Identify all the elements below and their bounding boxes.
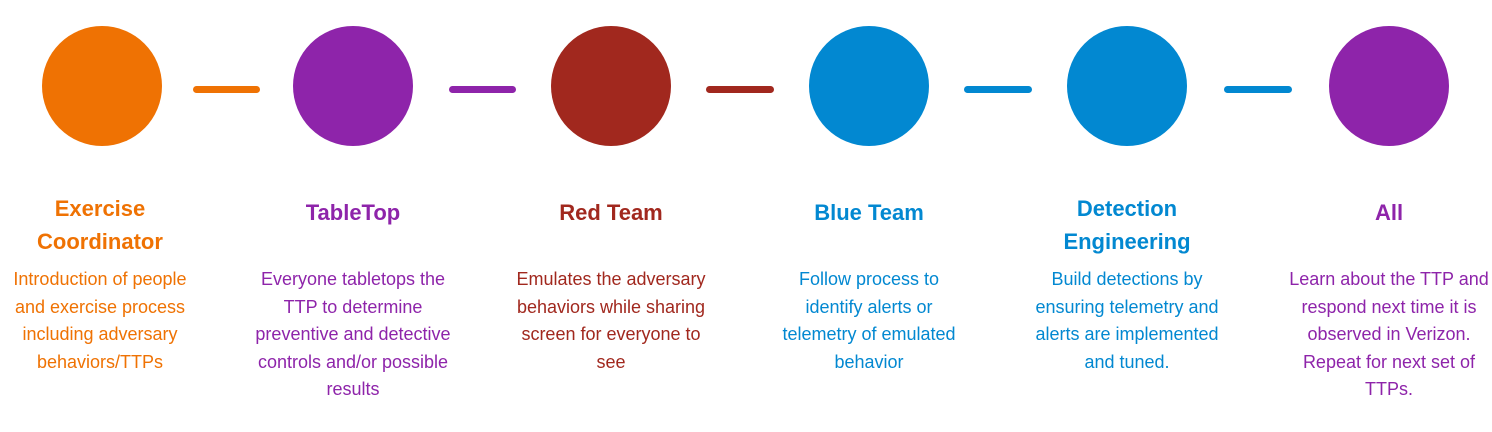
step-circle: [809, 26, 929, 146]
step-tabletop: TableTop Everyone tabletops the TTP to d…: [233, 0, 473, 432]
step-description: Everyone tabletops the TTP to determine …: [255, 269, 451, 399]
step-circle: [42, 26, 162, 146]
step-description: Follow process to identify alerts or tel…: [782, 269, 956, 372]
step-title: All: [1374, 200, 1404, 225]
connector-line: [193, 86, 260, 93]
step-detection-engineering: Detection Engineering Build detections b…: [1007, 0, 1247, 432]
step-exercise-coordinator: Exercise Coordinator Introduction of peo…: [0, 0, 220, 432]
step-circle: [1067, 26, 1187, 146]
step-title: TableTop: [305, 200, 401, 225]
step-circle: [293, 26, 413, 146]
step-title: Exercise Coordinator: [37, 196, 163, 254]
step-title: Detection Engineering: [1063, 196, 1191, 254]
step-description: Introduction of people and exercise proc…: [13, 269, 187, 372]
step-blue-team: Blue Team Follow process to identify ale…: [749, 0, 989, 432]
step-description: Learn about the TTP and respond next tim…: [1289, 269, 1489, 399]
connector-line: [1224, 86, 1292, 93]
step-circle: [551, 26, 671, 146]
step-title: Red Team: [559, 200, 663, 225]
step-circle: [1329, 26, 1449, 146]
connector-line: [964, 86, 1032, 93]
step-red-team: Red Team Emulates the adversary behavior…: [491, 0, 731, 432]
step-title: Blue Team: [814, 200, 924, 225]
connector-line: [706, 86, 774, 93]
step-description: Emulates the adversary behaviors while s…: [516, 269, 706, 372]
step-description: Build detections by ensuring telemetry a…: [1035, 269, 1219, 372]
step-all: All Learn about the TTP and respond next…: [1269, 0, 1492, 432]
connector-line: [449, 86, 516, 93]
